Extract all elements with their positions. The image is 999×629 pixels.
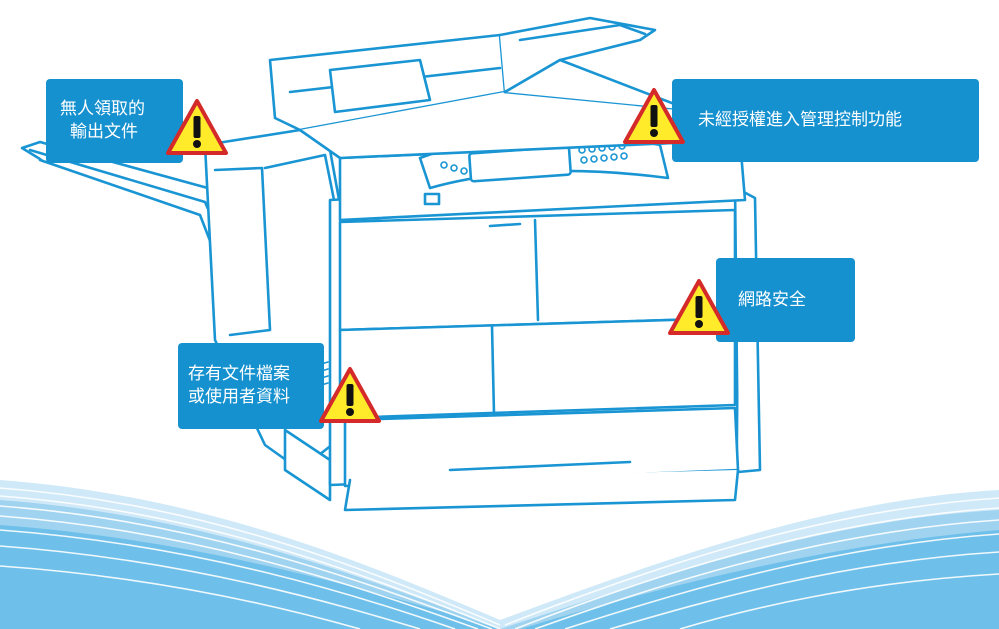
warning-triangle-icon [166, 99, 228, 155]
wave-background [0, 480, 999, 629]
callout-unattended-output: 無人領取的 輸出文件 [46, 79, 183, 163]
callout-stored-data-line2: 或使用者資料 [188, 387, 290, 407]
warning-triangle-icon [668, 279, 730, 335]
callout-admin-control: 未經授權進入管理控制功能 [672, 79, 979, 162]
warning-triangle-icon [319, 367, 381, 423]
callout-network-security-line1: 網路安全 [738, 289, 806, 310]
callout-network-security: 網路安全 [716, 258, 855, 342]
callout-stored-data: 存有文件檔案 或使用者資料 [178, 343, 324, 429]
callout-stored-data-line1: 存有文件檔案 [188, 364, 290, 384]
callout-unattended-output-line1: 無人領取的 [60, 99, 145, 119]
callout-admin-control-line1: 未經授權進入管理控制功能 [698, 110, 902, 130]
warning-triangle-icon [623, 88, 685, 144]
callout-unattended-output-line2: 輸出文件 [70, 122, 138, 142]
printer-outline [20, 16, 762, 512]
